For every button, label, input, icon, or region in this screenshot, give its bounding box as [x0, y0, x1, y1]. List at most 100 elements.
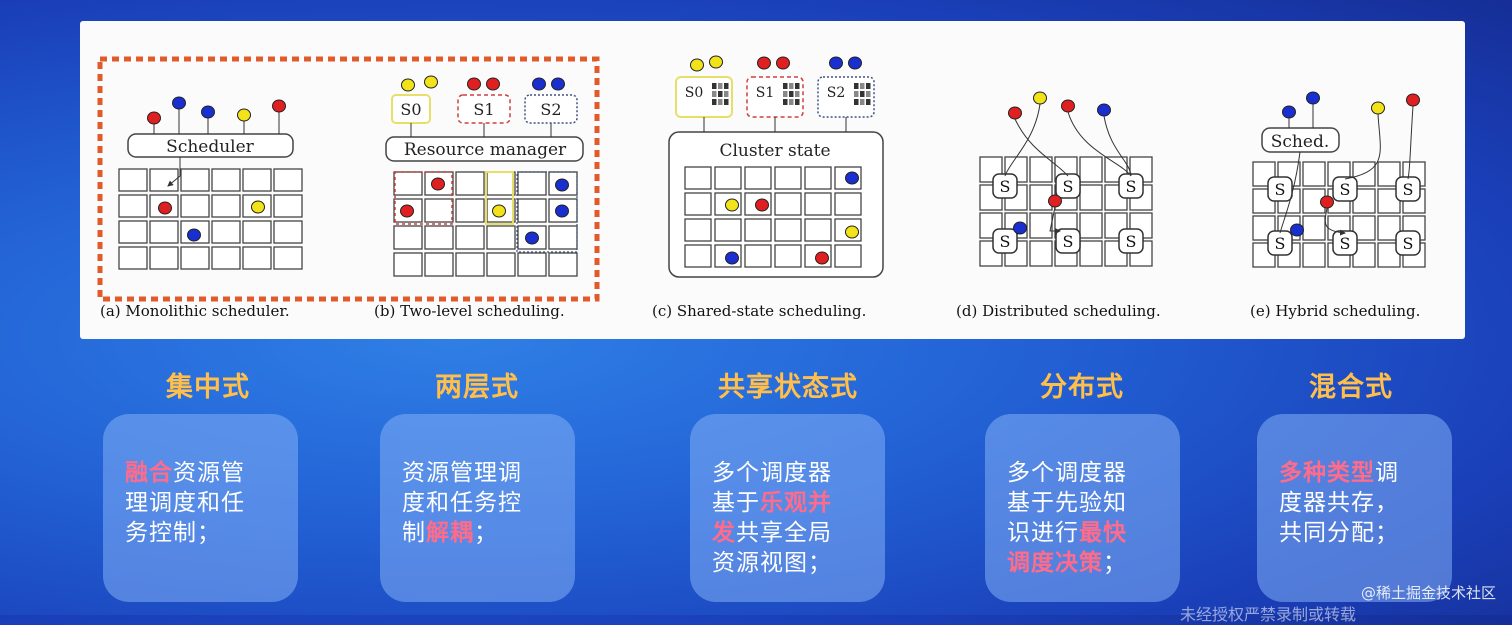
grid-cell [455, 252, 485, 277]
cluster-state-label: Cluster state [719, 141, 830, 161]
mini-cell [854, 99, 859, 105]
grid-cell [180, 168, 210, 192]
resource-manager-label: Resource manager [404, 140, 567, 160]
heading-shared-state: 共享状态式 [718, 372, 858, 403]
scheduler-node [992, 173, 1018, 199]
highlight-text: 发 [712, 520, 736, 546]
scheduler-node-label: S [1340, 234, 1351, 253]
grid-cell [774, 218, 802, 242]
yellow-task-dot [690, 58, 704, 72]
grid-cell [118, 194, 148, 218]
mini-cell [724, 83, 729, 89]
grid-cell [393, 225, 423, 250]
scheduler-label: Scheduler [166, 137, 255, 157]
grid-cell [393, 171, 423, 196]
highlight-text: 最快 [1079, 520, 1127, 546]
scheduler-node-label: S [1063, 232, 1074, 251]
scheduler-node [1332, 176, 1358, 202]
highlight-text: 解耦 [426, 520, 474, 546]
grid-cell [774, 192, 802, 216]
blue-task-dot [1013, 221, 1027, 235]
mini-cell [866, 91, 871, 97]
grid-cell [242, 220, 272, 244]
caption-a: (a) Monolithic scheduler. [100, 302, 290, 320]
grid-cell [744, 166, 772, 190]
grid-cell [180, 246, 210, 270]
grid-cell [774, 166, 802, 190]
caption-c: (c) Shared-state scheduling. [652, 302, 866, 320]
grid-cell [273, 194, 303, 218]
card-line: 发共享全局 [712, 518, 885, 548]
red-task-dot [158, 201, 172, 215]
heading-two-level: 两层式 [435, 372, 519, 403]
card-text: 资源视图； [712, 550, 832, 576]
grid-cell [273, 168, 303, 192]
grid-cell [714, 218, 742, 242]
grid-cell [1029, 156, 1053, 183]
heading-hybrid: 混合式 [1309, 372, 1393, 403]
blue-task-dot [1290, 223, 1304, 237]
grid-cell [455, 198, 485, 223]
card-line: 基于先验知 [1007, 488, 1180, 518]
card-line: 务控制； [125, 518, 298, 548]
grid-cell [517, 171, 547, 196]
blue-task-dot [555, 204, 569, 218]
grid-cell [273, 246, 303, 270]
mini-cell [789, 91, 794, 97]
s0-label: S0 [400, 100, 421, 119]
grid-cell [242, 168, 272, 192]
monolithic-grid [118, 168, 303, 270]
mini-cell [712, 99, 717, 105]
s1-label: S1 [473, 100, 494, 119]
grid-cell [684, 218, 712, 242]
shared-state-diagram: Cluster state S0 S1 S2 [668, 55, 884, 278]
grid-cell [486, 252, 516, 277]
card-line: 理调度和任 [125, 488, 298, 518]
grid-cell [1377, 215, 1401, 241]
card-shared-state: 多个调度器基于乐观并发共享全局资源视图； [690, 414, 885, 602]
mini-cell [854, 91, 859, 97]
card-text: 共同分配； [1279, 520, 1399, 546]
highlight-dashed-frame [97, 56, 600, 302]
mini-cell [712, 83, 717, 89]
blue-task-dot [848, 56, 862, 70]
scheduler-node [1118, 228, 1144, 254]
red-task-dot [1008, 106, 1022, 120]
mini-cell [795, 83, 800, 89]
red-task-dot [272, 99, 286, 113]
red-task-dot [757, 56, 771, 70]
grid-cell [424, 252, 454, 277]
grid-cell [834, 192, 862, 216]
yellow-task-dot [1033, 91, 1047, 105]
grid-cell [149, 246, 179, 270]
card-text: 度器共存， [1279, 490, 1399, 516]
grid-cell [684, 166, 712, 190]
card-line: 调度决策； [1007, 548, 1180, 578]
scheduler-node [1267, 230, 1293, 256]
scheduler-node-label: S [1000, 177, 1011, 196]
caption-b: (b) Two-level scheduling. [374, 302, 565, 320]
card-text: 资源管理调 [402, 460, 522, 486]
grid-cell [1029, 184, 1053, 211]
grid-cell [118, 168, 148, 192]
two-level-grid [393, 171, 578, 277]
scheduler-node-label: S [1275, 234, 1286, 253]
card-hybrid: 多种类型调度器共存，共同分配； [1257, 414, 1452, 602]
blue-task-dot [525, 231, 539, 245]
mini-cell [712, 91, 717, 97]
card-line: 度器共存， [1279, 488, 1452, 518]
caption-e: (e) Hybrid scheduling. [1250, 302, 1420, 320]
grid-cell [1029, 212, 1053, 239]
grid-cell [684, 192, 712, 216]
caption-d: (d) Distributed scheduling. [956, 302, 1161, 320]
mini-cell [860, 83, 865, 89]
blue-task-dot [187, 228, 201, 242]
mini-cell [718, 83, 723, 89]
card-text: 基于先验知 [1007, 490, 1127, 516]
grid-cell [517, 252, 547, 277]
watermark: @稀土掘金技术社区 [1360, 584, 1496, 602]
grid-cell [118, 220, 148, 244]
blue-task-dot [172, 96, 186, 110]
monolithic-diagram: Scheduler [118, 96, 303, 270]
yellow-task-dot [424, 75, 438, 89]
